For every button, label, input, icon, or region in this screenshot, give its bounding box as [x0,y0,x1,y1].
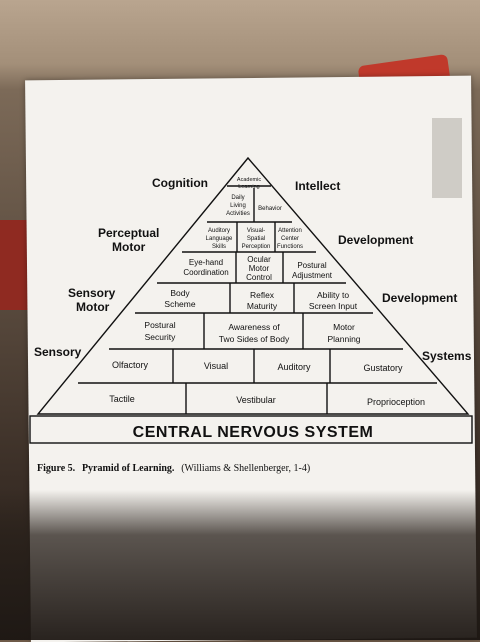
cell-postural-adjustment-1: Postural [297,261,327,270]
paper-shadow [0,490,480,640]
pyramid-outline [36,156,470,415]
cell-vestibular: Vestibular [236,395,276,405]
cell-awareness-1: Awareness of [228,322,280,332]
label-sensory-motor: Sensory [68,286,116,300]
cell-auditory-language-1: Auditory [208,228,230,234]
label-sensory: Sensory [34,345,82,359]
cell-gustatory: Gustatory [363,363,403,373]
base-label: CENTRAL NERVOUS SYSTEM [133,424,374,441]
cell-visual: Visual [204,361,228,371]
cell-attention-center-2: Center [281,236,299,242]
apex-cell: Academic Learning [237,177,261,190]
cell-olfactory: Olfactory [112,360,149,370]
row-4: Eye-hand Coordination Ocular Motor Contr… [183,255,332,282]
cell-attention-center-1: Attention [278,228,302,234]
cell-postural-adjustment-2: Adjustment [292,271,333,280]
cell-awareness-2: Two Sides of Body [219,334,290,344]
cell-reflex-maturity-2: Maturity [247,301,278,311]
label-development-lower: Development [382,291,457,305]
figure-caption: Figure 5. Pyramid of Learning. (Williams… [37,463,310,474]
cell-motor-planning-1: Motor [333,322,355,332]
cell-daily-living-1: Daily [231,195,244,201]
cell-visual-spatial-2: Spatial [247,236,265,242]
label-systems: Systems [422,349,472,363]
cell-ocular-motor-1: Ocular [247,255,271,264]
apex-line-1: Academic [237,177,261,183]
cell-postural-security-1: Postural [144,320,175,330]
cell-daily-living-2: Living [230,203,246,209]
cell-ocular-motor-3: Control [246,273,272,282]
row-3: Auditory Language Skills Visual- Spatial… [206,228,303,250]
apex-line-2: Learning [238,184,259,190]
cell-eye-hand-1: Eye-hand [189,258,223,267]
cell-screen-input-2: Screen Input [309,301,358,311]
cell-visual-spatial-1: Visual- [247,228,265,234]
cell-auditory-language-3: Skills [212,244,226,250]
label-sensory-motor-2: Motor [76,300,110,314]
cell-reflex-maturity-1: Reflex [250,290,275,300]
cell-daily-living-3: Activities [226,211,250,217]
cell-behavior: Behavior [258,206,282,212]
cell-proprioception: Proprioception [367,397,425,407]
cell-auditory: Auditory [277,362,311,372]
caption-figure: Figure 5. [37,463,76,474]
cell-attention-center-3: Functions [277,244,303,250]
gray-redaction-block [432,118,462,198]
cell-auditory-language-2: Language [206,236,233,242]
label-cognition: Cognition [152,176,208,190]
row-6: Postural Security Awareness of Two Sides… [144,320,360,344]
cell-body-scheme-1: Body [170,288,190,298]
cell-postural-security-2: Security [145,332,176,342]
cell-screen-input-1: Ability to [317,290,349,300]
row-2: Daily Living Activities Behavior [226,195,282,217]
cell-body-scheme-2: Scheme [164,299,195,309]
label-intellect: Intellect [295,179,340,193]
cell-visual-spatial-3: Perception [242,244,271,250]
cell-ocular-motor-2: Motor [249,264,270,273]
cell-tactile: Tactile [109,394,135,404]
row-7: Olfactory Visual Auditory Gustatory [112,360,403,373]
label-perceptual: Perceptual [98,226,159,240]
caption-citation: (Williams & Shellenberger, 1-4) [181,463,310,474]
row-8: Tactile Vestibular Proprioception [109,394,425,407]
label-development-upper: Development [338,233,413,247]
cell-motor-planning-2: Planning [327,334,360,344]
caption-title: Pyramid of Learning. [82,463,175,474]
cell-eye-hand-2: Coordination [183,268,228,277]
label-perceptual-motor: Motor [112,240,146,254]
base-box [29,415,473,444]
row-5: Body Scheme Reflex Maturity Ability to S… [164,288,357,311]
